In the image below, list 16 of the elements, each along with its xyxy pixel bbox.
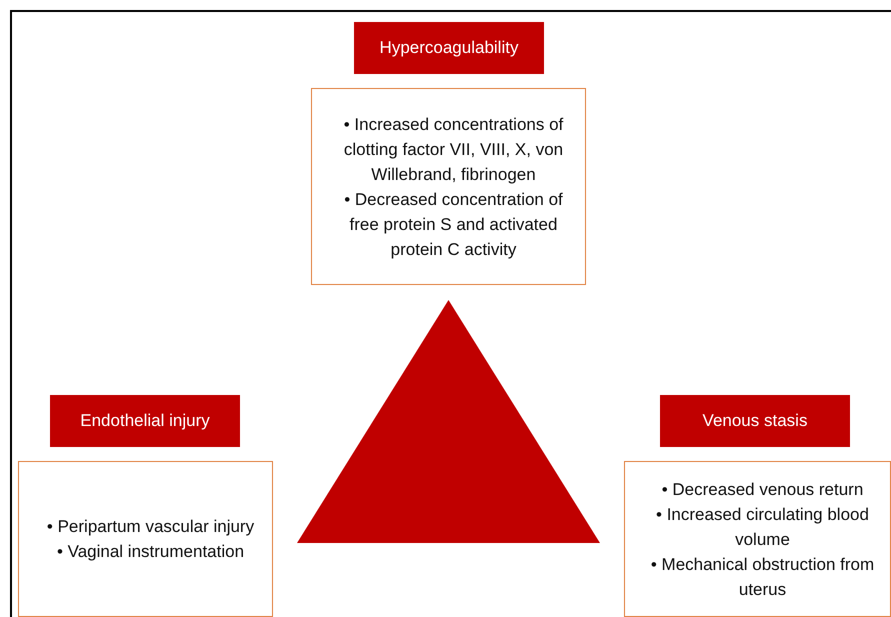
bullet-item: • Vaginal instrumentation: [56, 541, 246, 563]
heading-text: Venous stasis: [702, 411, 808, 431]
bullet-item: • Increased circulating blood volume: [655, 504, 870, 550]
bullet-list-box: [311, 88, 586, 285]
bullet-item: • Decreased concentration of free protein S and activated protein C activity: [343, 188, 564, 260]
title-banner: [354, 22, 544, 74]
bullet-list-box: [18, 461, 273, 617]
bullet-item: • Increased concentrations of clotting factor VII, VIII, X, von Willebrand, fibrinogen: [342, 114, 564, 186]
title-banner: [660, 395, 850, 447]
title-banner: [50, 395, 240, 447]
heading-text: Endothelial injury: [80, 411, 210, 431]
heading-text: Hypercoagulability: [380, 38, 518, 58]
bullet-item: • Mechanical obstruction from uterus: [650, 554, 876, 600]
bullet-list-box: [624, 461, 891, 617]
bullet-item: • Peripartum vascular injury: [46, 516, 254, 538]
bullet-item: • Decreased venous return: [660, 478, 864, 500]
